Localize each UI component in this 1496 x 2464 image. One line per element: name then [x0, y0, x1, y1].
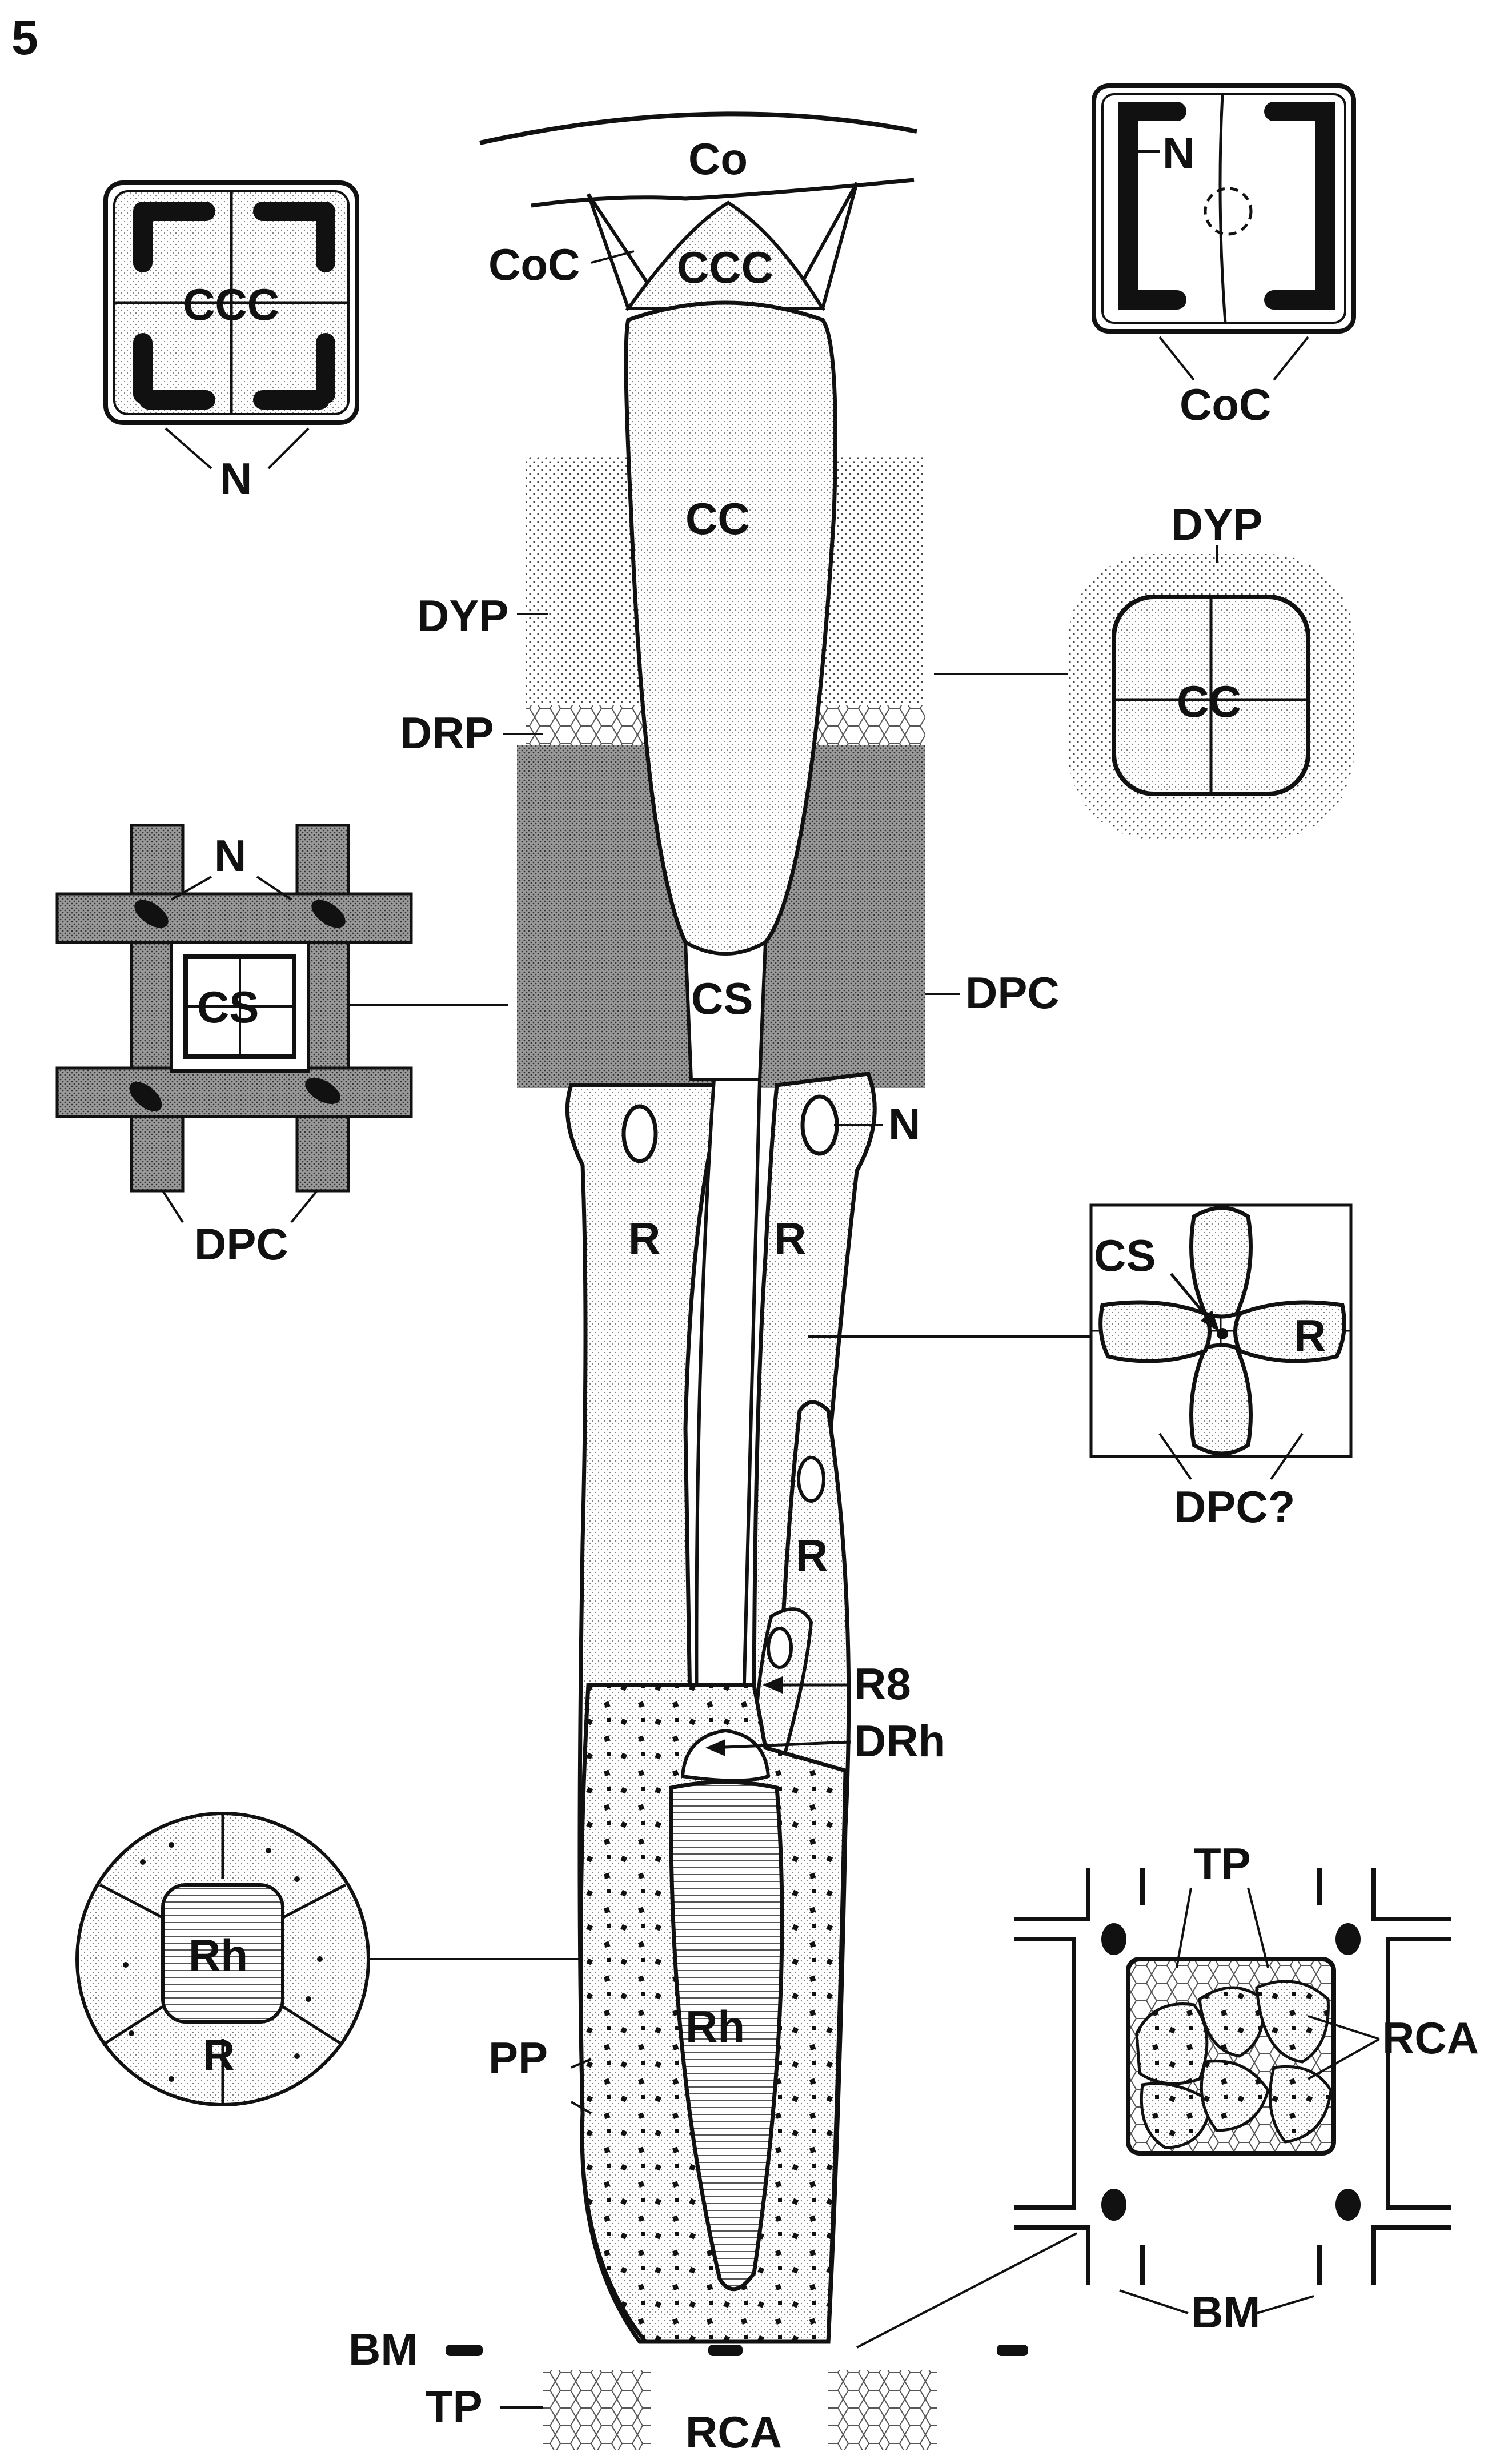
inset-rhabdom-rosette: Rh R — [77, 1813, 368, 2105]
label-r-inset: R — [1294, 1310, 1326, 1361]
leader-tp-inset-1 — [1177, 1888, 1191, 1968]
tapetum-left — [543, 2370, 651, 2450]
label-co: Co — [688, 134, 748, 184]
label-dyp-inset: DYP — [1171, 499, 1262, 549]
label-cc: CC — [685, 493, 750, 544]
nucleus-r-right-lower — [799, 1458, 824, 1501]
label-rh: Rh — [685, 2001, 745, 2052]
label-r-lower: R — [796, 1530, 828, 1580]
label-r8: R8 — [854, 1659, 911, 1709]
basement-membrane-left — [446, 2345, 483, 2356]
label-drh: DRh — [854, 1716, 945, 1766]
tapetum-right — [828, 2370, 937, 2450]
label-n-dpc: N — [214, 830, 246, 881]
inset-basement-section — [1014, 1868, 1451, 2285]
label-coc-inset: CoC — [1180, 379, 1271, 430]
leader-n-ccc-2 — [268, 428, 308, 468]
inset-cc-label: CC — [1177, 676, 1241, 727]
label-tp-inset: TP — [1194, 1839, 1251, 1889]
label-pp: PP — [488, 2033, 548, 2083]
figure-number: 5 — [11, 11, 38, 65]
inset-cc-section: CC — [1068, 554, 1354, 840]
leader-dpc-left-1 — [163, 1191, 183, 1222]
label-ccc: CCC — [677, 242, 773, 292]
label-r-left: R — [628, 1213, 660, 1263]
leader-bm-inset-2 — [1257, 2296, 1314, 2313]
basement-membrane-right — [997, 2345, 1028, 2356]
nucleus-r-left — [624, 1106, 656, 1161]
label-n-ccc: N — [220, 454, 252, 504]
basement-membrane-center — [708, 2345, 743, 2356]
leader-bm-inset-1 — [1120, 2290, 1188, 2313]
leader-coc-inset-2 — [1274, 337, 1308, 380]
label-bm-inset: BM — [1191, 2287, 1260, 2337]
leader-dpc-left-2 — [291, 1191, 317, 1222]
inset-ccc-section: CCC — [106, 183, 357, 423]
inset-r-label: R — [203, 2030, 235, 2080]
label-bm: BM — [348, 2324, 418, 2374]
label-dpc: DPC — [965, 968, 1060, 1018]
leader-coc-inset-1 — [1160, 337, 1194, 380]
connector-rca — [857, 2233, 1077, 2347]
label-cs-inset: CS — [1094, 1230, 1156, 1281]
label-dyp: DYP — [417, 591, 508, 641]
label-tp: TP — [426, 2381, 483, 2431]
label-cs: CS — [691, 973, 753, 1024]
inset-ccc-label: CCC — [183, 279, 279, 330]
inset-cs-label: CS — [197, 982, 259, 1032]
inset-rh-label: Rh — [188, 1930, 248, 1980]
inset-coc-section — [1094, 86, 1354, 331]
label-dpc-question: DPC? — [1174, 1482, 1295, 1532]
nucleus-r8 — [768, 1628, 791, 1667]
label-n-coc: N — [1162, 128, 1194, 178]
label-r-right: R — [774, 1213, 806, 1263]
label-n-retinula: N — [888, 1099, 920, 1149]
nucleus-r-right — [803, 1097, 837, 1154]
leader-tp-inset-2 — [1248, 1888, 1268, 1968]
label-coc: CoC — [488, 239, 580, 290]
label-rca: RCA — [685, 2407, 782, 2457]
label-rca-inset: RCA — [1382, 2013, 1479, 2063]
label-dpc-left: DPC — [194, 1219, 288, 1269]
leader-n-ccc-1 — [166, 428, 211, 468]
label-drp: DRP — [400, 708, 494, 758]
